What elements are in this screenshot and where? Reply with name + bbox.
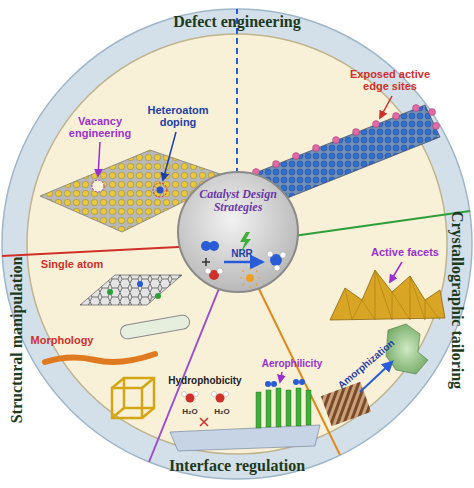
active-facets	[330, 262, 445, 320]
morphology-shapes	[45, 314, 191, 418]
center-title: Catalyst Design Strategies	[186, 188, 290, 214]
single-atom-sheet	[80, 275, 182, 305]
center-circle: Catalyst Design StrategiesNRR	[176, 170, 300, 294]
interface-art	[170, 372, 320, 451]
reaction-label: NRR	[222, 248, 262, 259]
sector-dividers	[2, 9, 470, 462]
outer-ring	[2, 9, 472, 479]
amorphization-art	[321, 324, 428, 426]
